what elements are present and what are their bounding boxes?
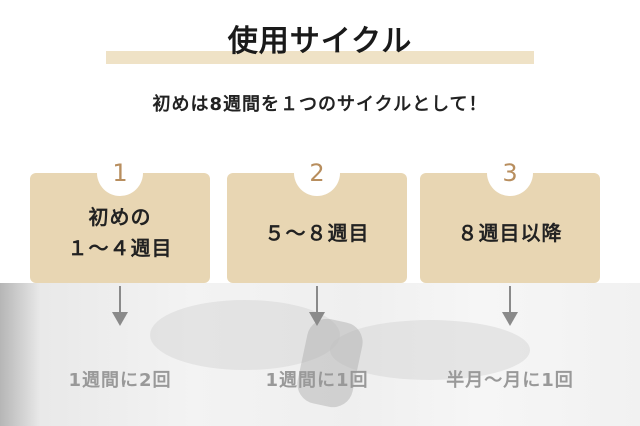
step-1-arrow-down-icon <box>112 312 128 326</box>
step-3-arrow-line <box>509 286 511 314</box>
step-2-frequency: 1週間に1回 <box>265 370 369 391</box>
step-2-label: ５～８週目 <box>265 218 370 249</box>
step-2-arrow-down-icon <box>309 312 325 326</box>
step-3-label-line1: ８週目以降 <box>457 220 563 245</box>
step-1-number-badge: 1 <box>97 150 143 196</box>
background-photo-hair <box>0 283 40 426</box>
step-3-frequency: 半月～月に1回 <box>446 370 574 391</box>
step-3-arrow-down-icon <box>502 312 518 326</box>
title-underline <box>106 51 534 64</box>
step-3-number-badge: 3 <box>487 150 533 196</box>
step-2-arrow-line <box>316 286 318 314</box>
page-subtitle: 初めは8週間を１つのサイクルとして！ <box>152 94 488 115</box>
step-3-label: ８週目以降 <box>458 218 563 249</box>
step-1-frequency: 1週間に2回 <box>68 370 172 391</box>
step-2-label-line1: ５～８週目 <box>264 220 370 245</box>
step-1-arrow-line <box>119 286 121 314</box>
background-photo-hand-left <box>150 300 340 370</box>
step-1-label-line2: １～４週目 <box>67 236 173 260</box>
step-1-label: 初めの １～４週目 <box>68 202 173 264</box>
step-1-label-line1: 初めの <box>88 205 152 229</box>
page-title: 使用サイクル <box>227 24 413 59</box>
background-photo-hand-right <box>330 320 530 380</box>
step-2-number-badge: 2 <box>294 150 340 196</box>
